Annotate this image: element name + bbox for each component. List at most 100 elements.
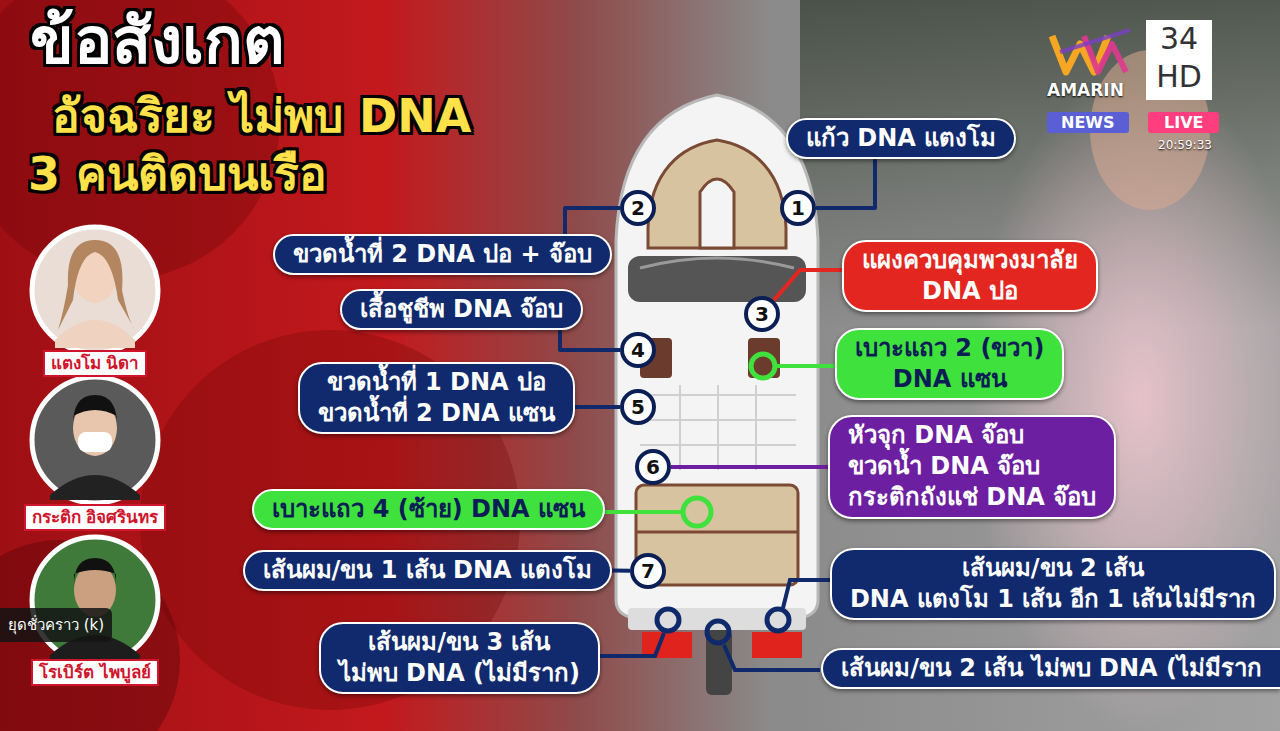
callout-number: 7 [630,553,666,589]
boat-hull [748,338,780,378]
marker-ring [767,609,789,631]
portrait [58,240,135,330]
callout-box: เส้นผม/ขน 3 เส้นไม่พบ DNA (ไม่มีราก) [319,622,600,694]
callout-text: เบาะแถว 2 (ขวา) [855,333,1044,364]
clock: 20:59:33 [1158,138,1212,152]
callout-text: กระติก อิจศรินทร [32,506,159,529]
marker-ring [657,354,789,643]
name-tag: โรเบิร์ต ไพบูลย์ [31,659,159,686]
callout-text: เบาะแถว 4 (ซ้าย) DNA แซน [272,494,585,525]
channel-number: 34 [1160,22,1198,55]
callout-text: เส้นผม/ขน 1 เส้น DNA แตงโม [263,555,592,586]
name-tag: แตงโม นิดา [43,350,148,377]
boat-hull [640,258,794,268]
callout-text: 4 [631,338,645,362]
callout-text: แตงโม นิดา [51,352,140,375]
channel-logo [1060,30,1130,52]
player-overlay: ยุดชั่วคราว (k) [0,608,112,642]
callout-text: เสื้อชูชีพ DNA จ๊อบ [360,294,563,325]
subtitle: 3 คนติดบนเรือ [28,148,327,201]
callout-number: 1 [780,190,816,226]
callout-text: ขวดน้ำ DNA จ๊อบ [848,451,1096,482]
channel-name: AMARIN [1047,80,1124,100]
portrait [73,395,117,428]
subtitle: อัจฉริยะ ไม่พบ DNA [52,90,471,143]
leader-line [565,208,620,234]
callout-box: เสื้อชูชีพ DNA จ๊อบ [340,289,583,330]
callout-text: 1 [791,196,805,220]
marker-ring [751,354,775,378]
callout-box: เส้นผม/ขน 1 เส้น DNA แตงโม [243,550,612,591]
callout-box: เบาะแถว 4 (ซ้าย) DNA แซน [252,489,605,530]
leader-line [575,405,620,409]
leader-line [671,465,828,469]
callout-text: 2 [631,196,645,220]
callout-text: เส้นผม/ขน 2 เส้น ไม่พบ DNA (ไม่มีราก [841,653,1262,684]
callout-text: DNA แตงโม 1 เส้น อีก 1 เส้นไม่มีราก [850,584,1256,615]
leader-line [612,569,630,573]
live-badge: LIVE [1148,112,1219,133]
portrait [78,432,112,452]
channel-hd: HD [1156,60,1202,93]
callout-box: เส้นผม/ขน 2 เส้นDNA แตงโม 1 เส้น อีก 1 เ… [830,548,1276,620]
leader-line [598,510,682,514]
boat-hull [616,95,818,618]
portrait [74,558,116,585]
callout-text: 3 [755,302,769,326]
title: ข้อสังเกต [30,6,285,76]
marker-ring [707,621,729,643]
callout-text: DNA แซน [855,364,1044,395]
leader-line [592,633,664,656]
callout-text: กระติกถังแช่ DNA จ๊อบ [848,482,1096,513]
callout-number: 6 [635,449,671,485]
marker-ring [657,609,679,631]
callout-text: โรเบิร์ต ไพบูลย์ [39,661,151,684]
callout-text: ไม่พบ DNA (ไม่มีราก) [339,658,580,689]
portrait [32,377,158,503]
callout-text: แก้ว DNA แตงโม [806,123,996,154]
leader-line [774,270,842,300]
callout-box: แก้ว DNA แตงโม [786,118,1016,159]
portrait [32,227,158,663]
callout-box: เบาะแถว 2 (ขวา)DNA แซน [835,328,1064,400]
callout-text: DNA ปอ [862,276,1078,307]
boat-hull [636,531,798,534]
leader-line [592,366,860,670]
boat-hull [752,632,802,658]
boat-hull [616,95,818,695]
callout-box: ขวดน้ำที่ 2 DNA ปอ + จ๊อบ [273,234,612,275]
boat-hull [700,179,734,248]
callout-text: ขวดน้ำที่ 2 DNA แซน [318,398,555,429]
channel-logo [1146,20,1212,100]
callout-text: แผงควบคุมพวงมาลัย [862,245,1078,276]
news-badge: NEWS [1047,112,1129,133]
callout-text: เส้นผม/ขน 2 เส้น [850,553,1256,584]
callout-box: หัวจุก DNA จ๊อบขวดน้ำ DNA จ๊อบกระติกถังแ… [828,415,1116,519]
callout-number: 3 [744,296,780,332]
leader-line [724,645,820,670]
leader-line [560,330,620,350]
marker-ring [683,498,711,526]
callout-text: หัวจุก DNA จ๊อบ [848,420,1096,451]
leader-line [816,159,875,208]
boat-hull [648,140,786,248]
callout-text: 5 [631,395,645,419]
portrait [55,320,135,348]
portrait [32,537,158,663]
callout-text: เส้นผม/ขน 3 เส้น [339,627,580,658]
callout-box: ขวดน้ำที่ 1 DNA ปอขวดน้ำที่ 2 DNA แซน [298,362,575,434]
portrait [32,227,158,353]
callout-number: 5 [620,389,656,425]
background [0,540,180,731]
callout-text: 6 [646,455,660,479]
callout-number: 4 [620,332,656,368]
callout-text: ขวดน้ำที่ 2 DNA ปอ + จ๊อบ [293,239,592,270]
callout-box: แผงควบคุมพวงมาลัยDNA ปอ [842,240,1098,312]
callout-number: 2 [620,190,656,226]
callout-text: ขวดน้ำที่ 1 DNA ปอ [318,367,555,398]
name-tag: กระติก อิจศรินทร [24,504,167,531]
portrait [50,475,140,500]
callout-box: เส้นผม/ขน 2 เส้น ไม่พบ DNA (ไม่มีราก [821,648,1280,689]
